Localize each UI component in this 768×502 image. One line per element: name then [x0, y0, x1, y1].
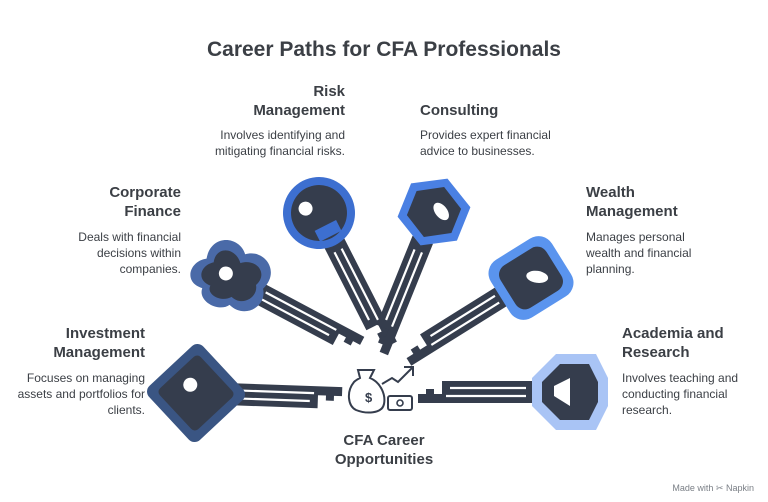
investment-desc-line3: clients.: [107, 403, 145, 417]
svg-text:$: $: [365, 390, 373, 405]
center-label-line2: Opportunities: [334, 451, 434, 468]
investment-title-line1: Investment: [65, 325, 145, 342]
risk-title-line2: Management: [253, 102, 345, 119]
key-academia: [416, 354, 608, 430]
investment-title: Investment Management: [53, 324, 145, 362]
made-with-text: Made with: [672, 483, 714, 493]
corporate-description: Deals with financial decisions within co…: [78, 229, 181, 277]
center-label: CFA Career Opportunities: [304, 431, 464, 469]
academia-title-line1: Academia and: [622, 325, 724, 342]
wealth-title: Wealth Management: [586, 183, 678, 221]
wealth-desc-line1: Manages personal: [586, 230, 685, 244]
academia-description: Involves teaching and conducting financi…: [622, 370, 738, 418]
academia-desc-line2: conducting financial: [622, 387, 728, 401]
wealth-description: Manages personal wealth and financial pl…: [586, 229, 691, 277]
wealth-desc-line3: planning.: [586, 262, 635, 276]
academia-title: Academia and Research: [622, 324, 724, 362]
page-title: Career Paths for CFA Professionals: [206, 38, 561, 61]
academia-desc-line3: research.: [622, 403, 673, 417]
wealth-desc-line2: wealth and financial: [586, 246, 692, 260]
academia-title-line2: Research: [622, 344, 690, 361]
investment-desc-line1: Focuses on managing: [26, 371, 145, 385]
key-consulting: [360, 178, 471, 357]
corporate-desc-line3: companies.: [119, 262, 181, 276]
risk-description: Involves identifying and mitigating fina…: [215, 127, 345, 159]
risk-title: Risk Management: [253, 82, 345, 120]
risk-title-line1: Risk: [313, 83, 345, 100]
money-bag-growth-icon: $: [348, 366, 414, 414]
risk-desc-line1: Involves identifying and: [220, 128, 345, 142]
corporate-title-line2: Finance: [124, 203, 181, 220]
wealth-title-line2: Management: [586, 203, 678, 220]
wealth-title-line1: Wealth: [586, 184, 635, 201]
investment-title-line2: Management: [53, 344, 145, 361]
key-investment: [147, 344, 344, 442]
consulting-description: Provides expert financial advice to busi…: [420, 127, 551, 159]
investment-desc-line2: assets and portfolios for: [17, 387, 145, 401]
consulting-desc-line1: Provides expert financial: [420, 128, 551, 142]
corporate-title-line1: Corporate: [109, 184, 181, 201]
investment-description: Focuses on managing assets and portfolio…: [18, 370, 145, 418]
key-risk: [283, 177, 398, 356]
corporate-desc-line1: Deals with financial: [78, 230, 181, 244]
brand-text: Napkin: [725, 483, 754, 493]
napkin-logo-icon: ✂: [715, 483, 724, 493]
key-wealth: [395, 236, 574, 367]
consulting-title-line1: Consulting: [420, 102, 499, 119]
center-label-line1: CFA Career: [343, 432, 425, 449]
corporate-title: Corporate Finance: [109, 183, 181, 221]
consulting-title: Consulting: [420, 101, 498, 120]
academia-desc-line1: Involves teaching and: [622, 371, 739, 385]
made-with-footer: Made with ✂ Napkin: [672, 483, 754, 494]
key-corporate: [190, 240, 366, 363]
corporate-desc-line2: decisions within: [96, 246, 181, 260]
risk-desc-line2: mitigating financial risks.: [214, 144, 345, 158]
consulting-desc-line2: advice to businesses.: [420, 144, 535, 158]
